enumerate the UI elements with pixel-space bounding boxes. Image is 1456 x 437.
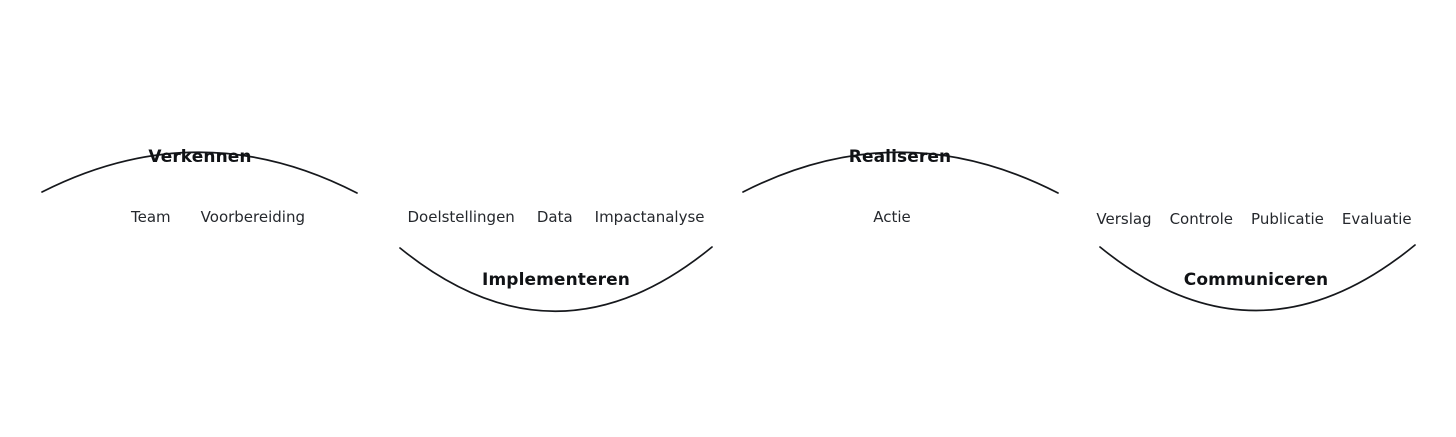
sub-label-publicatie: Publicatie — [1251, 210, 1324, 228]
sub-label-row-realiseren: Actie — [873, 208, 911, 226]
sub-label-row-verkennen: Team Voorbereiding — [131, 208, 305, 226]
sub-label-team: Team — [131, 208, 171, 226]
sub-label-voorbereiding: Voorbereiding — [200, 208, 305, 226]
sub-label-verslag: Verslag — [1096, 210, 1152, 228]
sub-label-controle: Controle — [1169, 210, 1234, 228]
phase-title-verkennen: Verkennen — [148, 147, 252, 167]
sub-label-doelstellingen: Doelstellingen — [407, 208, 515, 226]
sub-label-data: Data — [536, 208, 573, 226]
phase-title-implementeren: Implementeren — [482, 270, 630, 290]
phase-title-realiseren: Realiseren — [848, 147, 952, 167]
sub-label-evaluatie: Evaluatie — [1341, 210, 1412, 228]
sub-label-row-communiceren: Verslag Controle Publicatie Evaluatie — [1096, 210, 1411, 228]
sub-label-impactanalyse: Impactanalyse — [594, 208, 705, 226]
phase-title-communiceren: Communiceren — [1183, 270, 1329, 290]
arc-verkennen — [41, 151, 358, 194]
arc-implementeren — [399, 246, 713, 313]
arc-communiceren — [1099, 244, 1416, 312]
sub-label-row-implementeren: Doelstellingen Data Impactanalyse — [407, 208, 704, 226]
sub-label-actie: Actie — [873, 208, 911, 226]
arc-realiseren — [742, 151, 1059, 194]
